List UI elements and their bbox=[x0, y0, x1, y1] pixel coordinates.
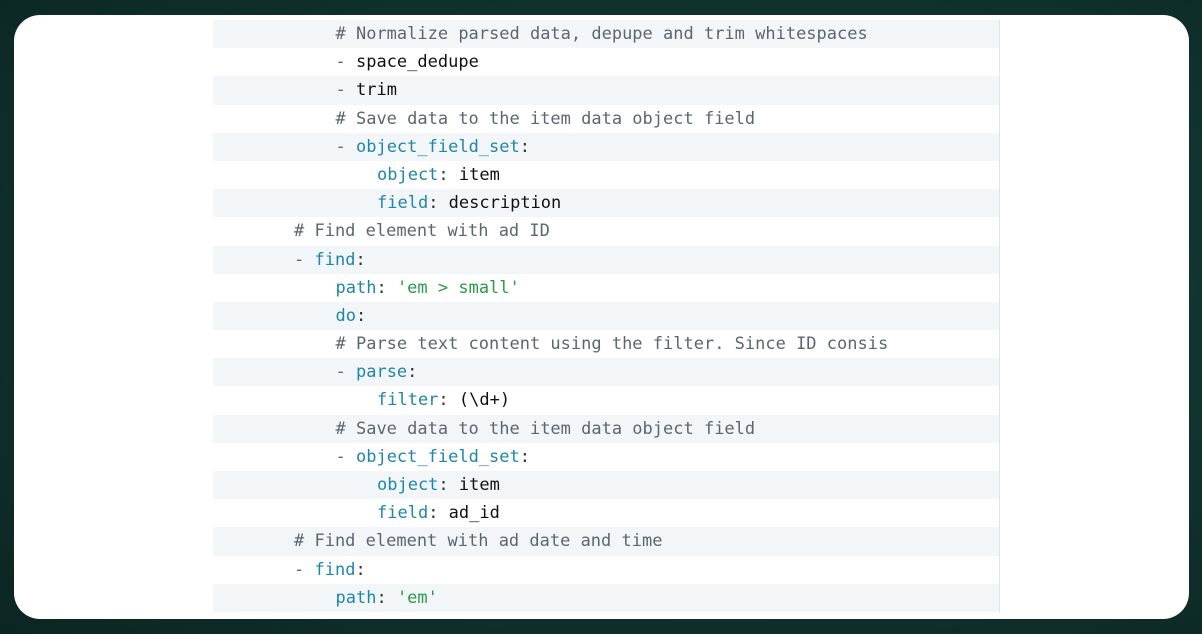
code-token-key: do bbox=[335, 305, 356, 326]
code-line-text: field: ad_id bbox=[377, 499, 500, 527]
code-line-text: path: 'em > small' bbox=[336, 274, 520, 302]
code-line: path: 'em' bbox=[213, 583, 999, 612]
code-line: object: item bbox=[213, 471, 999, 500]
code-token-key: path bbox=[335, 587, 377, 608]
code-line: - object_field_set: bbox=[213, 132, 999, 161]
code-token-plain: description bbox=[448, 193, 562, 214]
code-line-text: - object_field_set: bbox=[336, 443, 531, 471]
code-token-punct: : bbox=[519, 446, 530, 467]
code-token-comment: # Find element with ad ID bbox=[294, 221, 550, 242]
code-token-key: field bbox=[377, 193, 429, 214]
code-line: field: ad_id bbox=[213, 499, 999, 527]
code-token-key: parse bbox=[355, 362, 408, 383]
code-block: # Normalize parsed data, depupe and trim… bbox=[213, 20, 1000, 613]
code-token-punct: : bbox=[355, 559, 366, 580]
code-line-text: - space_dedupe bbox=[336, 48, 479, 76]
code-token-comment: # Save data to the item data object fiel… bbox=[335, 108, 756, 129]
code-line-text: object: item bbox=[377, 161, 500, 189]
code-line: # Save data to the item data object fiel… bbox=[213, 105, 999, 133]
code-line-text: # Find element with ad date and time bbox=[294, 527, 662, 555]
code-line-text: # Save data to the item data object fiel… bbox=[336, 105, 756, 133]
code-token-dash: - bbox=[335, 136, 356, 157]
code-token-punct: : bbox=[428, 193, 449, 214]
code-token-punct: : bbox=[355, 249, 366, 270]
code-token-plain: ad_id bbox=[448, 503, 500, 524]
code-line: # Save data to the item data object fiel… bbox=[213, 414, 999, 443]
content-card: # Normalize parsed data, depupe and trim… bbox=[14, 15, 1189, 619]
code-line: field: description bbox=[213, 189, 999, 218]
code-line-text: # Save data to the item data object fiel… bbox=[336, 415, 756, 443]
code-line: - space_dedupe bbox=[213, 48, 999, 76]
code-token-plain: space_dedupe bbox=[355, 52, 479, 73]
code-line: - find: bbox=[213, 556, 999, 584]
code-line: filter: (\d+) bbox=[213, 386, 999, 414]
code-token-key: find bbox=[314, 249, 356, 270]
code-line-text: - trim bbox=[336, 76, 397, 104]
code-token-str: 'em' bbox=[396, 587, 438, 608]
code-token-plain: (\d+) bbox=[458, 390, 511, 411]
code-token-key: object_field_set bbox=[355, 446, 520, 467]
code-line-text: # Parse text content using the filter. S… bbox=[336, 330, 889, 358]
code-token-plain: item bbox=[458, 164, 500, 185]
code-token-punct: : bbox=[407, 362, 418, 383]
code-line-text: # Find element with ad ID bbox=[294, 217, 550, 245]
code-token-dash: - bbox=[335, 446, 356, 467]
code-line-text: do: bbox=[336, 302, 367, 330]
code-token-dash: - bbox=[294, 249, 315, 270]
code-line: - trim bbox=[213, 76, 999, 105]
code-token-dash: - bbox=[294, 559, 315, 580]
code-token-key: object bbox=[377, 475, 439, 495]
code-token-punct: : bbox=[376, 277, 397, 298]
code-line: object: item bbox=[213, 161, 999, 189]
code-token-key: filter bbox=[377, 390, 439, 411]
code-line-text: - find: bbox=[294, 246, 366, 274]
code-line-text: - find: bbox=[294, 556, 366, 584]
code-line-text: - parse: bbox=[336, 358, 418, 386]
code-token-punct: : bbox=[428, 503, 449, 524]
code-token-key: find bbox=[314, 559, 356, 580]
code-token-punct: : bbox=[519, 136, 530, 157]
code-line: # Normalize parsed data, depupe and trim… bbox=[213, 20, 999, 49]
code-token-dash: - bbox=[335, 362, 356, 383]
code-line: do: bbox=[213, 301, 999, 331]
code-line-text: # Normalize parsed data, depupe and trim… bbox=[336, 20, 868, 48]
code-line-text: object: item bbox=[377, 471, 500, 499]
code-line-text: filter: (\d+) bbox=[377, 386, 510, 414]
code-token-punct: : bbox=[376, 587, 397, 608]
code-line: path: 'em > small' bbox=[213, 274, 999, 302]
code-token-key: object_field_set bbox=[355, 136, 520, 157]
code-line: # Find element with ad date and time bbox=[213, 527, 999, 556]
code-token-punct: : bbox=[438, 475, 459, 495]
code-token-punct: : bbox=[438, 390, 459, 411]
code-token-str: 'em > small' bbox=[396, 277, 520, 298]
code-line: - find: bbox=[213, 245, 999, 274]
code-line: # Parse text content using the filter. S… bbox=[213, 330, 999, 358]
code-line-text: field: description bbox=[377, 189, 561, 217]
code-token-punct: : bbox=[355, 305, 367, 326]
code-token-plain: item bbox=[458, 475, 500, 495]
code-line-text: - object_field_set: bbox=[336, 133, 531, 161]
code-token-comment: # Parse text content using the filter. S… bbox=[335, 334, 889, 355]
code-line: - object_field_set: bbox=[213, 443, 999, 471]
code-token-comment: # Normalize parsed data, depupe and trim… bbox=[335, 24, 868, 44]
code-token-comment: # Save data to the item data object fiel… bbox=[335, 418, 756, 439]
code-token-dash: - bbox=[335, 80, 356, 101]
code-line-text: path: 'em' bbox=[336, 584, 438, 612]
code-token-comment: # Find element with ad date and time bbox=[294, 531, 663, 552]
code-line: # Find element with ad ID bbox=[213, 217, 999, 245]
code-line: - parse: bbox=[213, 358, 999, 387]
code-token-dash: - bbox=[335, 52, 356, 73]
code-token-key: object bbox=[377, 164, 439, 185]
code-token-plain: trim bbox=[355, 80, 397, 101]
code-token-punct: : bbox=[438, 164, 459, 185]
code-token-key: field bbox=[377, 503, 429, 524]
code-token-key: path bbox=[335, 277, 377, 298]
